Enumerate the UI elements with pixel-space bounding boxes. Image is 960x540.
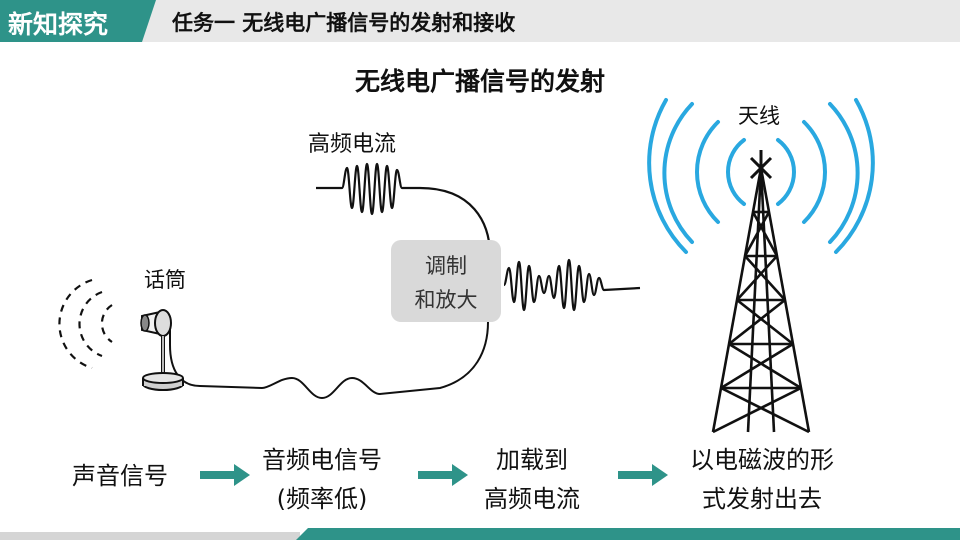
microphone-label: 话筒 [144,268,186,292]
antenna-label: 天线 [738,104,780,128]
antenna-tower-icon [711,150,811,434]
high-frequency-wave [316,162,492,263]
flow-step-carrier-line1: 加载到 [496,446,568,474]
high-frequency-current-label: 高频电流 [308,132,397,157]
signal-wire [169,320,489,400]
arrow-right-icon [418,464,468,486]
flow-step-sound-text: 声音信号 [72,462,168,490]
flow-step-carrier-line2: 高频电流 [484,485,580,513]
flow-step-emit-line1: 以电磁波的形 [690,446,834,474]
header-bar [0,0,960,42]
footer-bar-grey [0,532,300,540]
modulated-wave [502,258,641,312]
diagram-title: 无线电广播信号的发射 [354,67,605,96]
section-tag-label: 新知探究 [8,10,109,39]
modulation-box: 调制 和放大 [391,240,501,322]
flow-step-carrier: 加载到 高频电流 [484,440,580,514]
modulation-label-line1: 调制 [425,254,467,278]
flow-step-sound: 声音信号 [72,456,168,491]
modulation-label-line2: 和放大 [414,288,478,312]
flow-step-emit-line2: 式发射出去 [702,485,822,513]
microphone-icon [140,309,184,391]
section-tag [0,0,156,42]
flow-step-audio-line1: 音频电信号 [262,446,382,474]
flow-step-audio: 音频电信号 (频率低) [262,440,382,514]
radio-wave-icon [647,98,875,254]
arrow-right-icon [618,464,668,486]
flow-step-emit: 以电磁波的形 式发射出去 [690,440,834,514]
sound-wave-icon [58,278,113,370]
arrow-right-icon [200,464,250,486]
page-title: 任务一 无线电广播信号的发射和接收 [172,11,516,35]
flow-step-audio-line2: (频率低) [276,485,368,513]
footer-bar [296,528,960,540]
